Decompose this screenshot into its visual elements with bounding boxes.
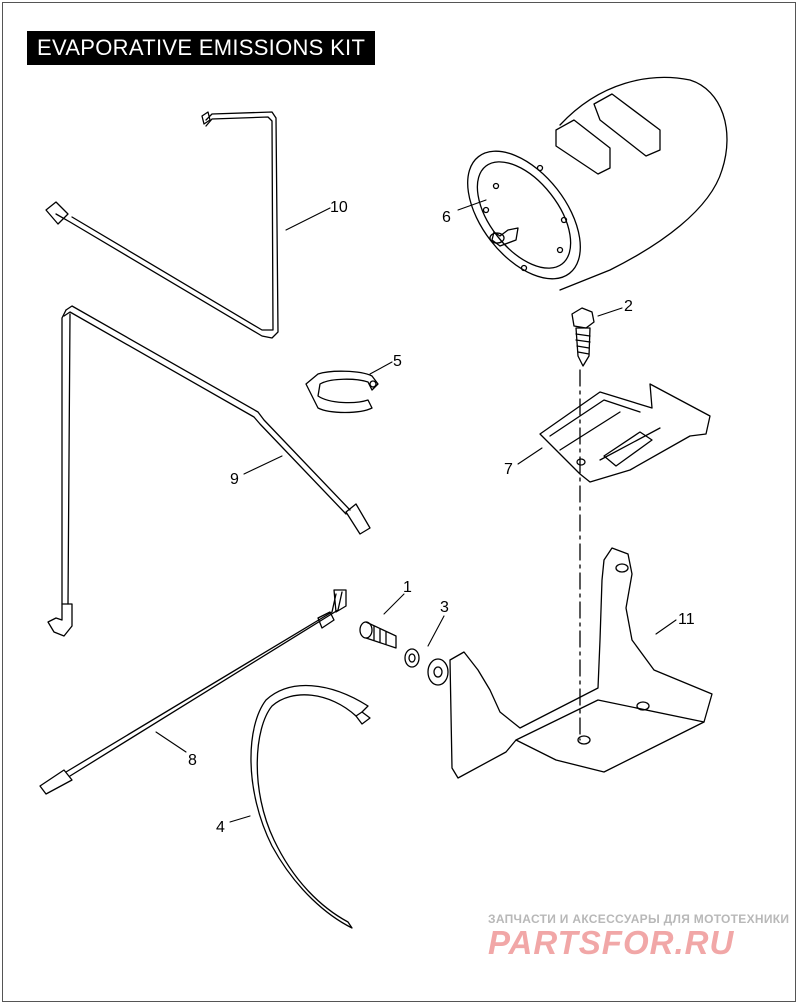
callout-4: 4 — [216, 819, 225, 836]
callout-11: 11 — [678, 611, 695, 628]
callout-1: 1 — [403, 579, 412, 596]
part-9-vapor-tube — [47, 305, 371, 637]
part-7-mounting-bracket — [539, 383, 711, 483]
part-11-main-bracket — [449, 547, 713, 779]
callout-5: 5 — [393, 353, 402, 370]
callout-3: 3 — [440, 599, 449, 616]
callout-6: 6 — [442, 209, 451, 226]
callout-8: 8 — [188, 752, 197, 769]
part-1-bolt — [359, 621, 397, 649]
part-4-strap — [250, 684, 371, 929]
part-6-charcoal-canister — [467, 76, 728, 291]
part-3-washer — [404, 648, 420, 668]
part-10-vapor-tube — [45, 111, 279, 339]
callout-9: 9 — [230, 471, 239, 488]
callout-2: 2 — [624, 298, 633, 315]
watermark-brand: PARTSFOR.RU — [488, 924, 735, 961]
diagram-title: EVAPORATIVE EMISSIONS KIT — [27, 31, 376, 65]
part-2-screw — [571, 307, 595, 367]
watermark-tagline: ЗАПЧАСТИ И АКСЕССУАРЫ ДЛЯ МОТОТЕХНИКИ — [488, 912, 790, 926]
part-5-clamp — [305, 370, 379, 414]
callout-10: 10 — [330, 199, 348, 216]
leader-lines — [155, 199, 677, 823]
callout-7: 7 — [504, 461, 513, 478]
bracket-boss — [427, 658, 449, 686]
part-8-vapor-tube — [39, 589, 347, 795]
